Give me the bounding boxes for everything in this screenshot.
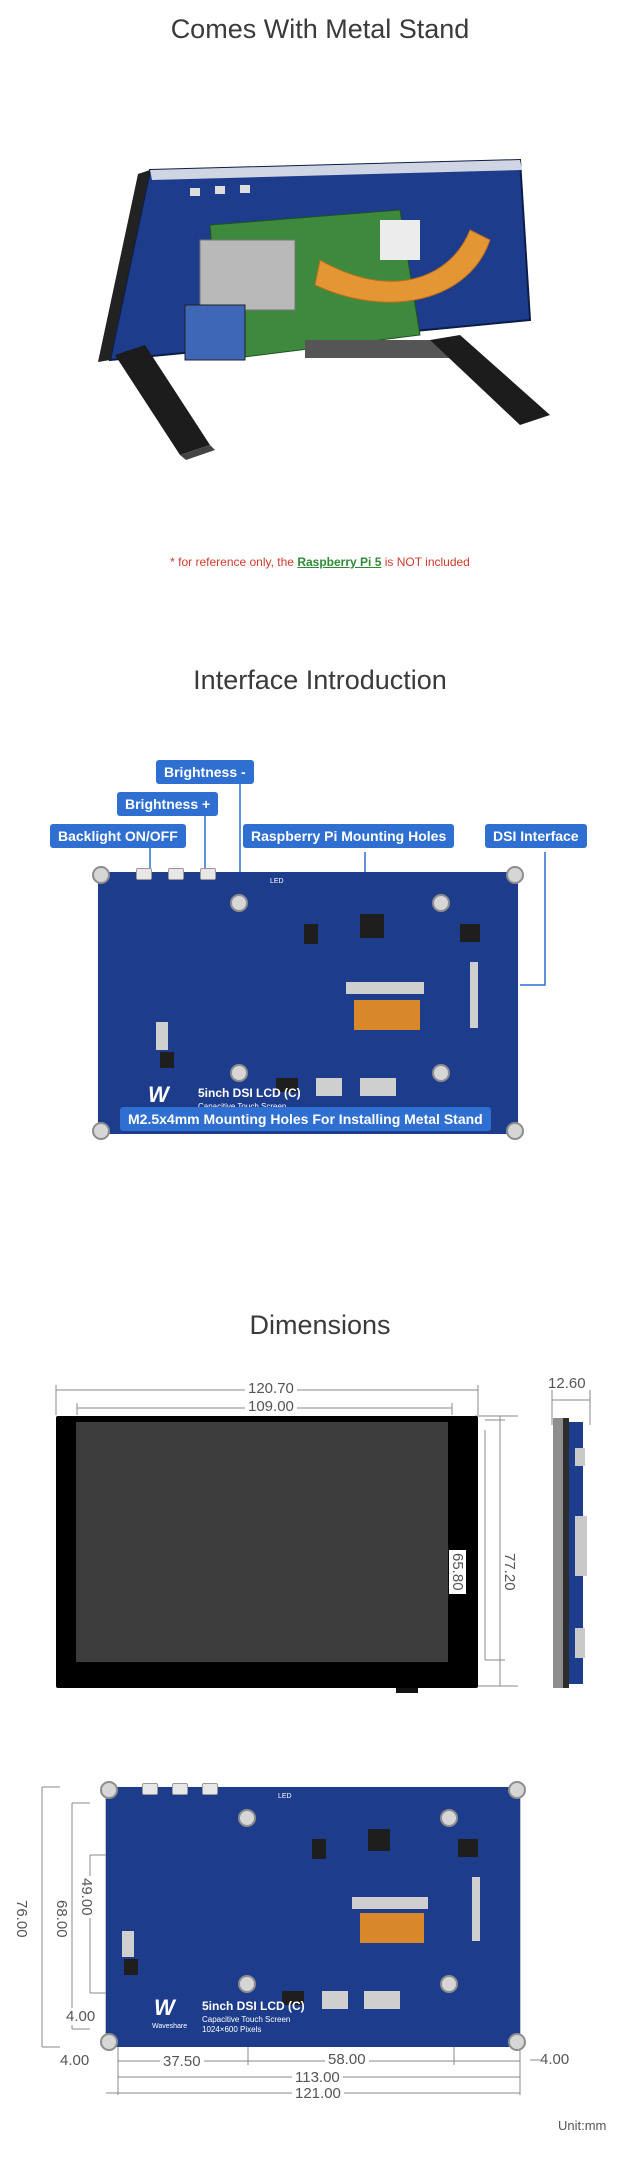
dim-front-outer-width: 120.70 [245,1380,297,1397]
board-led-label: LED [270,878,284,885]
rpi-mounting-hole [440,1809,458,1827]
brightness-minus-button [200,868,216,880]
dim-back-x2: 58.00 [325,2051,369,2068]
brightness-minus-label: Brightness - [156,760,254,784]
board-brand-2: Waveshare [152,2023,188,2030]
stand-section-title: Comes With Metal Stand [170,14,470,44]
dim-back-hole-span-v: 68.00 [53,1898,70,1940]
rpi-mounting-holes-label: Raspberry Pi Mounting Holes [243,824,455,848]
corner-hole [92,1122,110,1140]
stand-note: * for reference only, the Raspberry Pi 5… [0,555,640,569]
corner-hole [508,1781,526,1799]
backlight-label: Backlight ON/OFF [50,824,186,848]
backlight-button [136,868,152,880]
dim-back-right-offset: 4.00 [540,2051,570,2068]
board-model: 5inch DSI LCD (C) [198,1086,301,1100]
pcb-back-interface: W Waveshare 5inch DSI LCD (C) Capacitive… [92,866,524,1140]
stand-mounting-holes-label: M2.5x4mm Mounting Holes For Installing M… [120,1107,491,1131]
board-sub2-2: 1024×600 Pixels [202,2025,262,2034]
waveshare-logo-icon: W [148,1082,169,1107]
front-panel [56,1416,478,1693]
unit-label: Unit:mm [558,2118,607,2133]
dim-front-inner-height: 65.80 [449,1550,466,1594]
corner-hole [506,1122,524,1140]
board-led-label-2: LED [278,1793,292,1800]
rpi-mounting-hole [238,1809,256,1827]
rpi-mounting-hole [432,894,450,912]
dim-back-total-height: 76.00 [13,1898,30,1940]
rpi-mounting-hole [432,1064,450,1082]
corner-hole [92,866,110,884]
dsi-interface-label: DSI Interface [485,824,587,848]
rpi-mounting-hole [440,1975,458,1993]
dim-back-total-width: 121.00 [292,2085,344,2102]
stand-product-photo [90,130,570,480]
interface-section-title: Interface Introduction [193,665,447,695]
rpi-mounting-hole [230,894,248,912]
dim-back-left-offset: 4.00 [60,2052,90,2069]
dim-front-outer-height: 77.20 [501,1550,518,1594]
note-prefix: * for reference only, the [170,555,298,569]
side-view [553,1418,590,1688]
board-model-2: 5inch DSI LCD (C) [202,1999,305,2013]
board-sub1: Capacitive Touch Screen [198,1102,286,1111]
dim-back-hole-span-v2: 49.00 [78,1876,95,1918]
front-display-area [76,1422,448,1662]
dim-back-hole-span-h: 113.00 [292,2069,343,2086]
dim-front-inner-width: 109.00 [245,1398,297,1415]
corner-hole [100,1781,118,1799]
pcb-back-dimensions: W Waveshare 5inch DSI LCD (C) Capacitive… [100,1781,526,2051]
corner-hole [506,866,524,884]
waveshare-logo-icon: W [154,1995,175,2020]
corner-hole [508,2033,526,2051]
dsi-connector [470,962,478,1028]
dim-back-bottom-offset: 4.00 [66,2008,96,2025]
rpi-mounting-hole [230,1064,248,1082]
brightness-plus-button [168,868,184,880]
dim-back-x1: 37.50 [160,2053,204,2070]
rpi-mounting-hole [238,1975,256,1993]
raspberry-pi-link[interactable]: Raspberry Pi 5 [297,555,382,569]
note-suffix: is NOT included [381,555,470,569]
board-sub1-2: Capacitive Touch Screen [202,2015,291,2024]
dimensions-section-title: Dimensions [249,1310,391,1340]
dim-side-thickness: 12.60 [548,1375,586,1392]
brightness-plus-label: Brightness + [117,792,219,816]
corner-hole [100,2033,118,2051]
